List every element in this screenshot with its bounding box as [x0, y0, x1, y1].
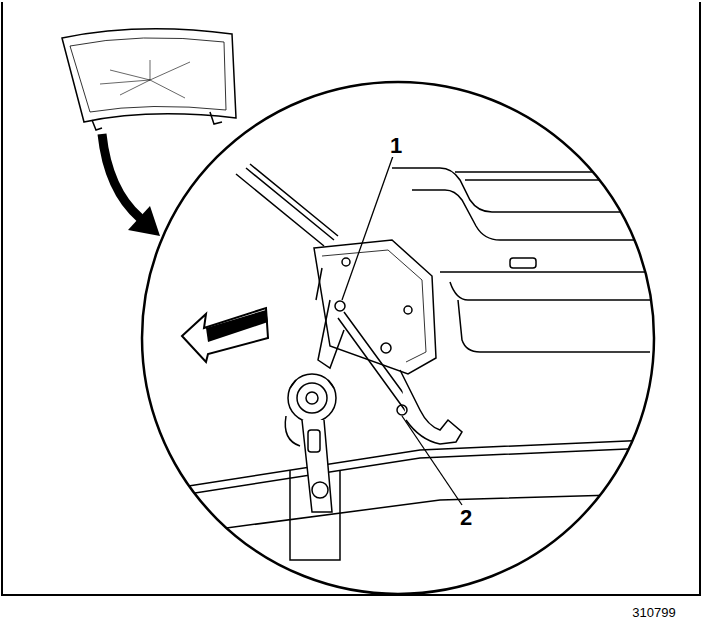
detail-circle: [142, 82, 654, 594]
leader-line: [402, 416, 462, 505]
direction-arrow: [182, 308, 268, 362]
frame: [2, 2, 700, 595]
curved-arrow: [102, 134, 160, 236]
callout-number: 2: [458, 507, 474, 529]
hinge-detail: [150, 164, 660, 560]
figure-number: 310799: [632, 606, 675, 619]
callout-number: 1: [388, 135, 404, 157]
leader-line: [342, 156, 393, 300]
trim-panel: [62, 29, 236, 130]
